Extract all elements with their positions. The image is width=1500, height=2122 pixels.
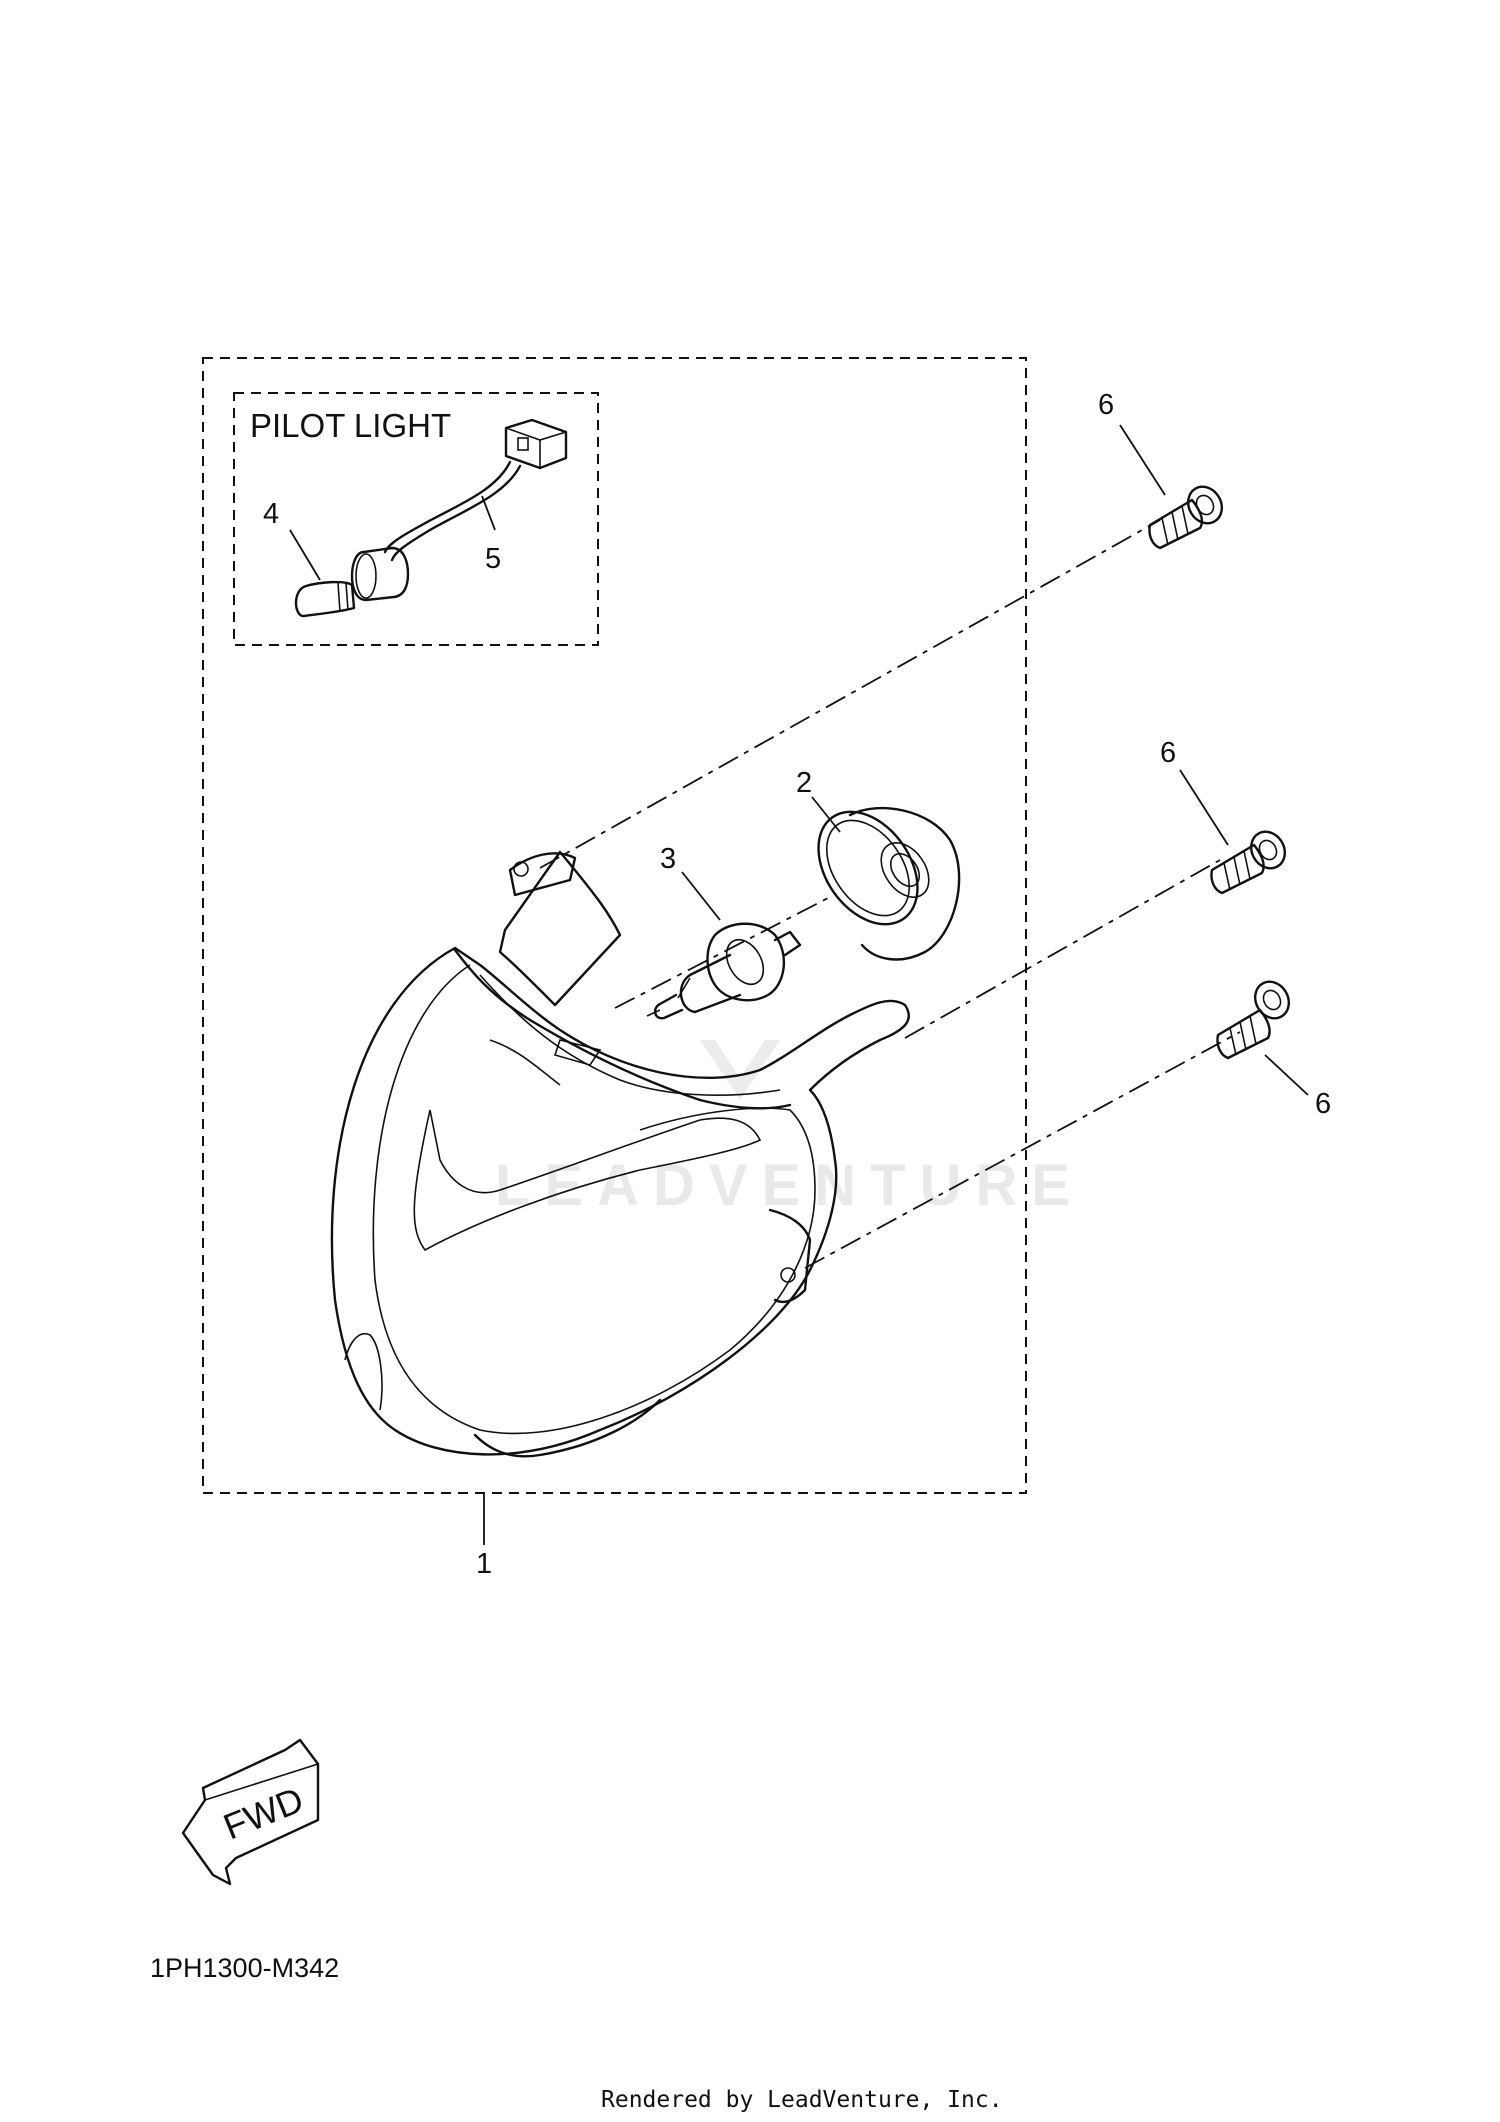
pilot-bulb xyxy=(294,580,356,618)
watermark-text: LEADVENTURE xyxy=(495,1153,1084,1218)
leader-4 xyxy=(289,529,321,581)
leader-2 xyxy=(811,796,841,833)
leader-3 xyxy=(681,871,721,921)
fastener-line-bottom xyxy=(804,1031,1241,1269)
screw-middle xyxy=(1210,830,1287,895)
leader-5 xyxy=(481,495,496,531)
fastener-line-middle xyxy=(904,859,1221,1039)
pilot-socket-assembly xyxy=(350,418,568,602)
screw-bottom xyxy=(1216,980,1291,1060)
headlight-housing xyxy=(330,850,911,1458)
screw-top xyxy=(1148,485,1224,550)
diagram-code: 1PH1300-M342 xyxy=(150,1953,339,1983)
callout-6-bottom: 6 xyxy=(1315,1088,1331,1120)
assembly-boundary xyxy=(202,357,1027,1494)
callout-2: 2 xyxy=(796,767,812,799)
callout-6-top: 6 xyxy=(1098,389,1114,421)
pilot-light-inset xyxy=(233,392,599,646)
leader-6-bottom xyxy=(1264,1054,1309,1096)
inset-title: PILOT LIGHT xyxy=(250,407,451,444)
leader-6-middle xyxy=(1179,769,1229,846)
leader-6-top xyxy=(1119,424,1166,496)
callout-3: 3 xyxy=(660,843,676,875)
callout-4: 4 xyxy=(263,498,279,530)
callout-1: 1 xyxy=(476,1548,492,1580)
callout-6-middle: 6 xyxy=(1160,737,1176,769)
bulb-socket xyxy=(817,807,961,961)
render-credit: Rendered by LeadVenture, Inc. xyxy=(601,2087,1003,2113)
headlight-bulb xyxy=(646,922,802,1020)
fwd-arrow-icon: FWD xyxy=(181,1738,320,1886)
watermark: LEADVENTURE xyxy=(495,1040,1084,1218)
callout-5: 5 xyxy=(485,543,501,575)
fwd-label: FWD xyxy=(218,1779,309,1848)
fastener-line-top xyxy=(539,519,1161,869)
